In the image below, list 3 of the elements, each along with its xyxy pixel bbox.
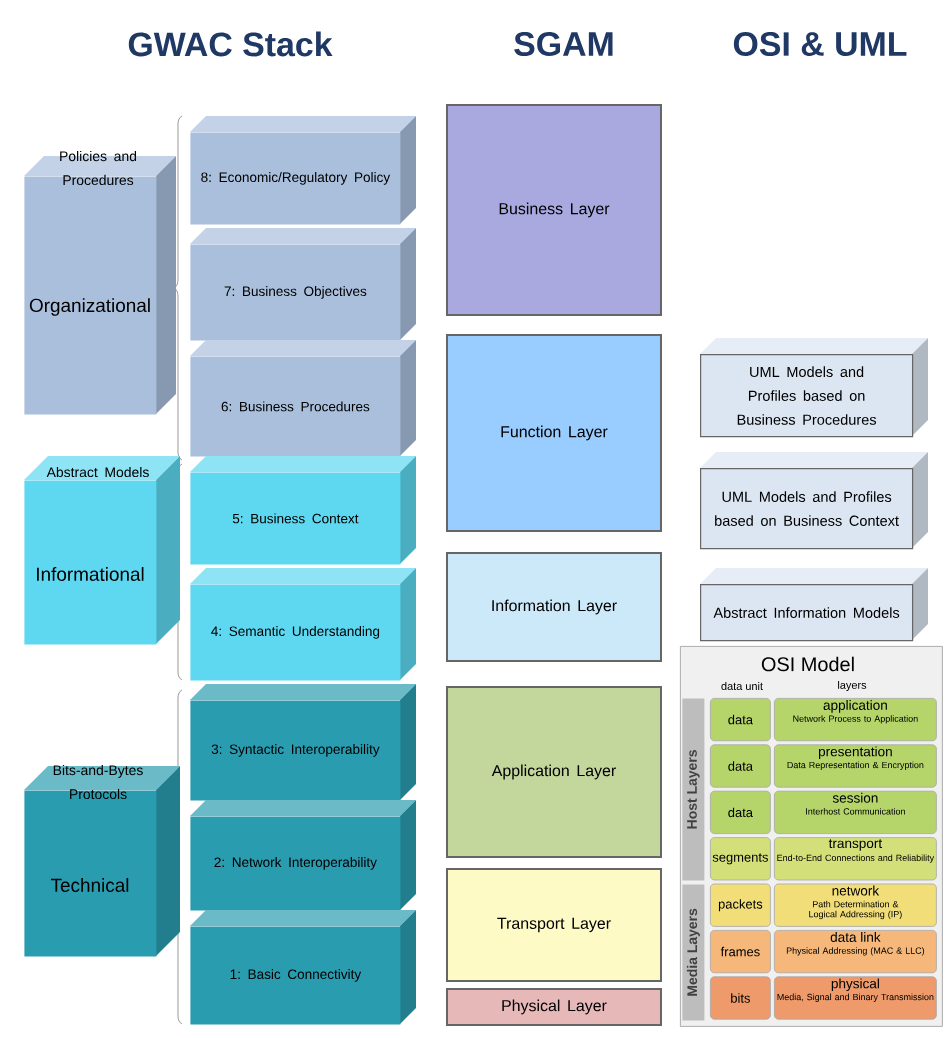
column-heading: SGAM	[514, 32, 613, 56]
column-heading: GWAC Stack	[128, 31, 333, 57]
column-heading: OSI & UML	[733, 32, 907, 56]
